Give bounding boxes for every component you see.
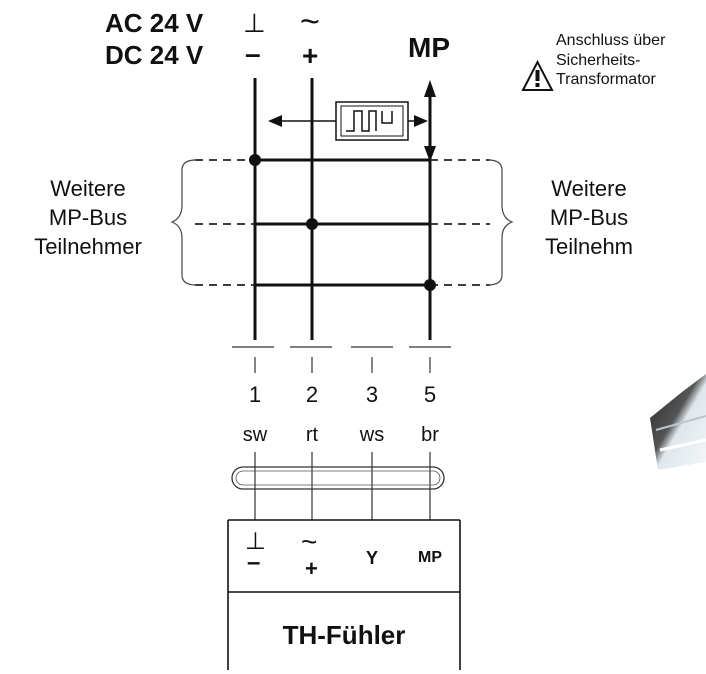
wire-number: 2 — [305, 382, 319, 407]
right-group-line-2: MP-Bus — [549, 205, 629, 230]
left-group-line-1: Weitere — [50, 176, 126, 201]
ac-supply-label: AC 24 V — [105, 8, 204, 38]
cable-photo-fragment — [650, 374, 706, 470]
device-name: TH-Fühler — [282, 620, 406, 650]
left-brace — [170, 159, 197, 286]
warning-line-3: Transformator — [556, 71, 656, 88]
terminal-marks — [232, 346, 451, 373]
th-sensor-box — [227, 519, 461, 670]
wire-number: 3 — [365, 382, 379, 407]
pin-minus-symbol: – — [247, 549, 261, 576]
mp-label: MP — [408, 32, 450, 63]
pulse-signal-icon — [335, 101, 409, 141]
junction-dot — [306, 218, 318, 230]
pin-tilde-symbol: ~ — [301, 526, 318, 557]
left-group-label: Weitere MP-Bus Teilnehmer — [8, 174, 168, 261]
mp-arrow-down — [424, 146, 436, 162]
wire-color: rt — [305, 424, 319, 446]
pin-ground-symbol: ⊥ — [245, 528, 266, 555]
cable-sheath — [231, 466, 445, 490]
warning-line-1: Anschluss über — [556, 32, 666, 49]
mp-arrow-up — [424, 80, 436, 97]
junction-dot — [249, 154, 261, 166]
pin-y-label: Y — [365, 548, 378, 568]
right-group-line-3: Teilnehm — [544, 234, 634, 259]
left-group-line-3: Teilnehmer — [34, 234, 142, 259]
wire-color: ws — [359, 424, 385, 446]
wire-number: 1 — [248, 382, 262, 407]
wire-number: 5 — [423, 382, 437, 407]
pin-mp-label: MP — [418, 549, 442, 566]
right-group-label: Weitere MP-Bus Teilnehm — [514, 174, 664, 261]
cable-wires — [254, 452, 431, 520]
wire-color: br — [421, 424, 439, 446]
junction-dot — [424, 279, 436, 291]
right-group-line-1: Weitere — [551, 176, 627, 201]
left-group-line-2: MP-Bus — [48, 205, 128, 230]
pin-plus-symbol: + — [305, 556, 318, 581]
ac-ground-symbol: ⊥ — [243, 8, 266, 38]
dc-minus-symbol: – — [245, 38, 261, 69]
junctions — [249, 154, 436, 291]
dc-plus-symbol: + — [302, 40, 319, 71]
warning-icon — [521, 59, 554, 91]
bus-lines — [195, 158, 490, 287]
ac-tilde-symbol: ~ — [300, 3, 320, 41]
right-brace — [487, 159, 514, 286]
signal-double-arrow — [268, 115, 428, 127]
wire-color: sw — [242, 424, 268, 446]
dc-supply-label: DC 24 V — [105, 40, 204, 70]
warning-line-2: Sicherheits- — [556, 52, 641, 69]
